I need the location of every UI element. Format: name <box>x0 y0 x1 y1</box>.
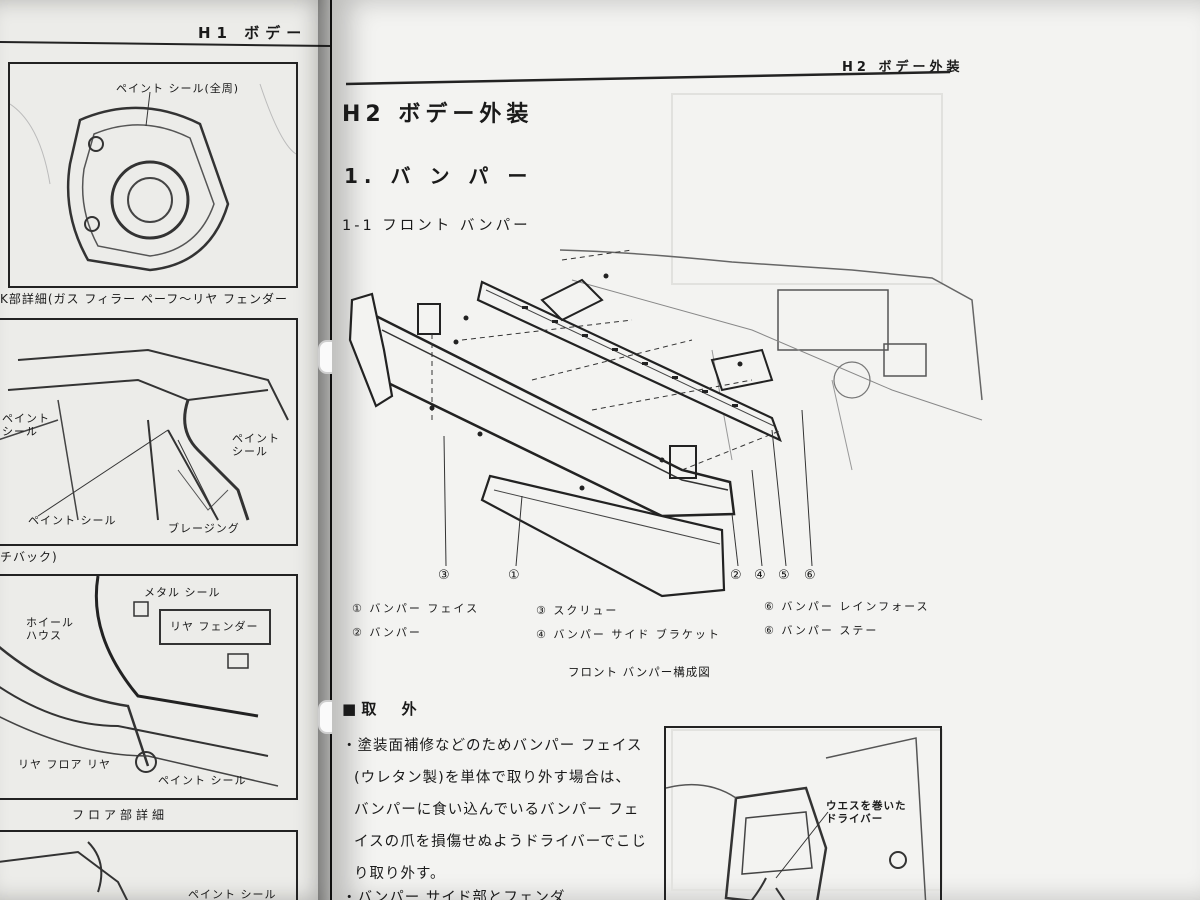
legend-item-5: ⑥ バンパー レインフォース <box>764 598 930 614</box>
legend-name: スクリュー <box>553 604 619 617</box>
removal-heading-text: 取 外 <box>361 700 427 718</box>
removal-line-4: イスの爪を損傷せぬようドライバーでこじ <box>354 834 647 850</box>
wheelhouse-label-2: ホイールハウス <box>26 616 74 642</box>
paint-seal-label: ペイント シール(全周) <box>116 82 240 95</box>
gas-filler-drawing <box>10 83 296 272</box>
removal-inset-drawing <box>666 737 927 900</box>
k-detail-caption: K部詳細(ガス フィラー ペーフ〜リヤ フェンダー <box>0 292 289 306</box>
fender-label-1: ペイントシール <box>2 412 50 438</box>
removal-line-5: り取り外す。 <box>354 866 446 882</box>
wheelhouse-figure: メタル シール ホイールハウス リヤ フェンダー リヤ フロア リヤ ペイント … <box>0 574 298 800</box>
right-page-rules <box>345 70 951 891</box>
callout-1: ① <box>508 568 520 583</box>
floor-detail-figure: ペイント シール <box>0 830 298 900</box>
legend-name: バンパー サイド ブラケット <box>553 628 721 641</box>
legend-name: バンパー ステー <box>781 624 879 637</box>
hatchback-caption: チバック) <box>0 550 58 564</box>
legend-no: ⑥ <box>764 600 776 613</box>
legend-name: バンパー フェイス <box>369 602 480 615</box>
fender-detail-drawing <box>0 348 289 521</box>
legend-item-3: ③ スクリュー <box>536 602 618 618</box>
callout-5: ⑤ <box>778 568 790 583</box>
fender-label-3: ペイント シール <box>28 514 117 527</box>
left-page-rules <box>0 41 330 47</box>
removal-line-3: バンパーに食い込んでいるバンパー フェ <box>354 802 640 818</box>
callout-2: ② <box>730 568 742 583</box>
floor-detail-drawing <box>0 841 129 900</box>
legend-name: バンパー レインフォース <box>781 600 930 613</box>
wheelhouse-label-1: メタル シール <box>144 586 221 599</box>
inset-label: ウエスを巻いたドライバー <box>826 800 907 825</box>
callout-3: ③ <box>438 568 450 583</box>
section-bullet-icon: ■ <box>342 700 357 718</box>
legend-no: ④ <box>536 628 548 641</box>
fender-detail-figure: ペイントシール ペイントシール ペイント シール ブレージング <box>0 318 298 546</box>
left-page-header: H1 ボデー <box>198 24 308 42</box>
legend-no: ① <box>352 602 364 615</box>
callout-6: ⑥ <box>804 568 816 583</box>
gas-filler-figure: ペイント シール(全周) <box>8 62 298 288</box>
legend-no: ② <box>352 626 364 639</box>
callout-4: ④ <box>754 568 766 583</box>
left-page: H1 ボデー ペイント シール(全周) K部詳細(ガス フィラー ペーフ〜リヤ … <box>0 0 330 900</box>
fender-label-2: ペイントシール <box>232 432 280 458</box>
removal-line-2: (ウレタン製)を単体で取り外す場合は、 <box>354 770 631 786</box>
wheelhouse-drawing <box>0 576 279 787</box>
removal-line-6: ・バンパー サイド部とフェンダ <box>342 890 566 900</box>
section-heading: 1. バ ン パ ー <box>344 164 534 188</box>
legend-item-2: ② バンパー <box>352 624 422 640</box>
wheelhouse-label-5: ペイント シール <box>158 774 247 787</box>
subsection-heading: 1-1 フロント バンパー <box>342 218 531 234</box>
wheelhouse-label-3: リヤ フェンダー <box>170 620 259 633</box>
fender-label-4: ブレージング <box>168 522 240 535</box>
diagram-caption: フロント バンパー構成図 <box>568 665 711 679</box>
wheelhouse-label-4: リヤ フロア リヤ <box>18 758 111 771</box>
removal-line-1: ・塗装面補修などのためバンパー フェイス <box>342 738 643 754</box>
legend-item-6: ⑥ バンパー ステー <box>764 622 878 638</box>
removal-heading: ■ 取 外 <box>342 698 427 719</box>
right-page: H2 ボデー外装 H2 ボデー外装 1. バ ン パ ー 1-1 フロント バン… <box>332 0 1200 900</box>
floor-detail-caption: フロア部詳細 <box>72 808 169 822</box>
removal-inset-figure: ウエスを巻いたドライバー <box>664 726 942 900</box>
legend-item-4: ④ バンパー サイド ブラケット <box>536 626 721 642</box>
legend-name: バンパー <box>369 626 422 639</box>
floor-label-1: ペイント シール <box>188 888 277 900</box>
bumper-exploded-diagram <box>348 249 983 598</box>
legend-no: ③ <box>536 604 548 617</box>
page-title: H2 ボデー外装 <box>342 102 534 127</box>
legend-item-1: ① バンパー フェイス <box>352 600 479 616</box>
legend-no: ⑥ <box>764 624 776 637</box>
